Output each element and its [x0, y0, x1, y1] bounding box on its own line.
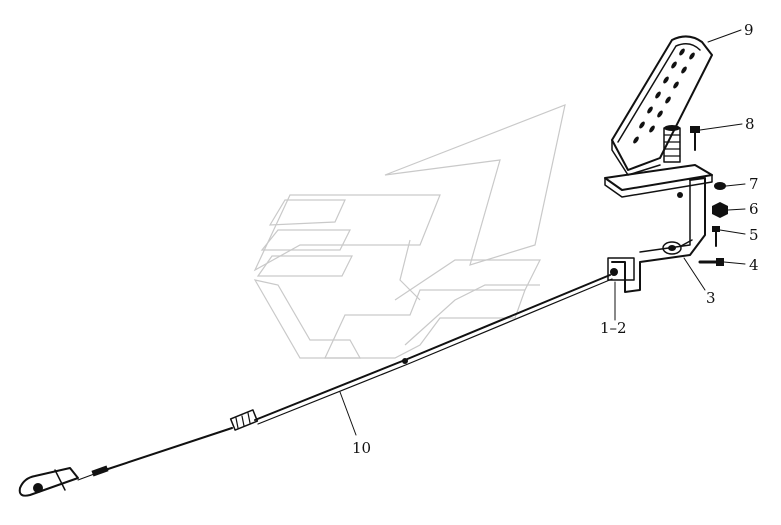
callout-1-2: 1–2	[600, 319, 627, 337]
bushing-part	[662, 239, 693, 255]
cable-end-clevis	[18, 467, 79, 497]
pedal-tread-pattern	[633, 48, 695, 144]
pin-4	[698, 258, 724, 266]
callout-6: 6	[749, 200, 759, 218]
callout-3: 3	[706, 289, 716, 307]
pedal-bracket	[604, 164, 713, 293]
leader-lines	[339, 29, 746, 436]
bolt-5	[712, 226, 720, 247]
throttle-cable	[77, 274, 613, 481]
cable-adjuster	[229, 409, 259, 431]
callout-labels: 9 8 7 6 5 4 3 1–2 10	[352, 21, 759, 457]
watermark-logo	[253, 104, 566, 359]
washer-7	[714, 182, 726, 190]
callout-8: 8	[745, 115, 755, 133]
callout-9: 9	[744, 21, 754, 39]
nut-6	[712, 202, 728, 218]
callout-7: 7	[749, 175, 759, 193]
callout-4: 4	[749, 256, 759, 274]
hardware-parts	[690, 126, 728, 266]
accelerator-pedal	[611, 35, 713, 176]
bolt-8	[690, 126, 700, 151]
pedal-pivot	[663, 125, 681, 163]
callout-5: 5	[749, 226, 759, 244]
callout-10: 10	[352, 439, 371, 457]
